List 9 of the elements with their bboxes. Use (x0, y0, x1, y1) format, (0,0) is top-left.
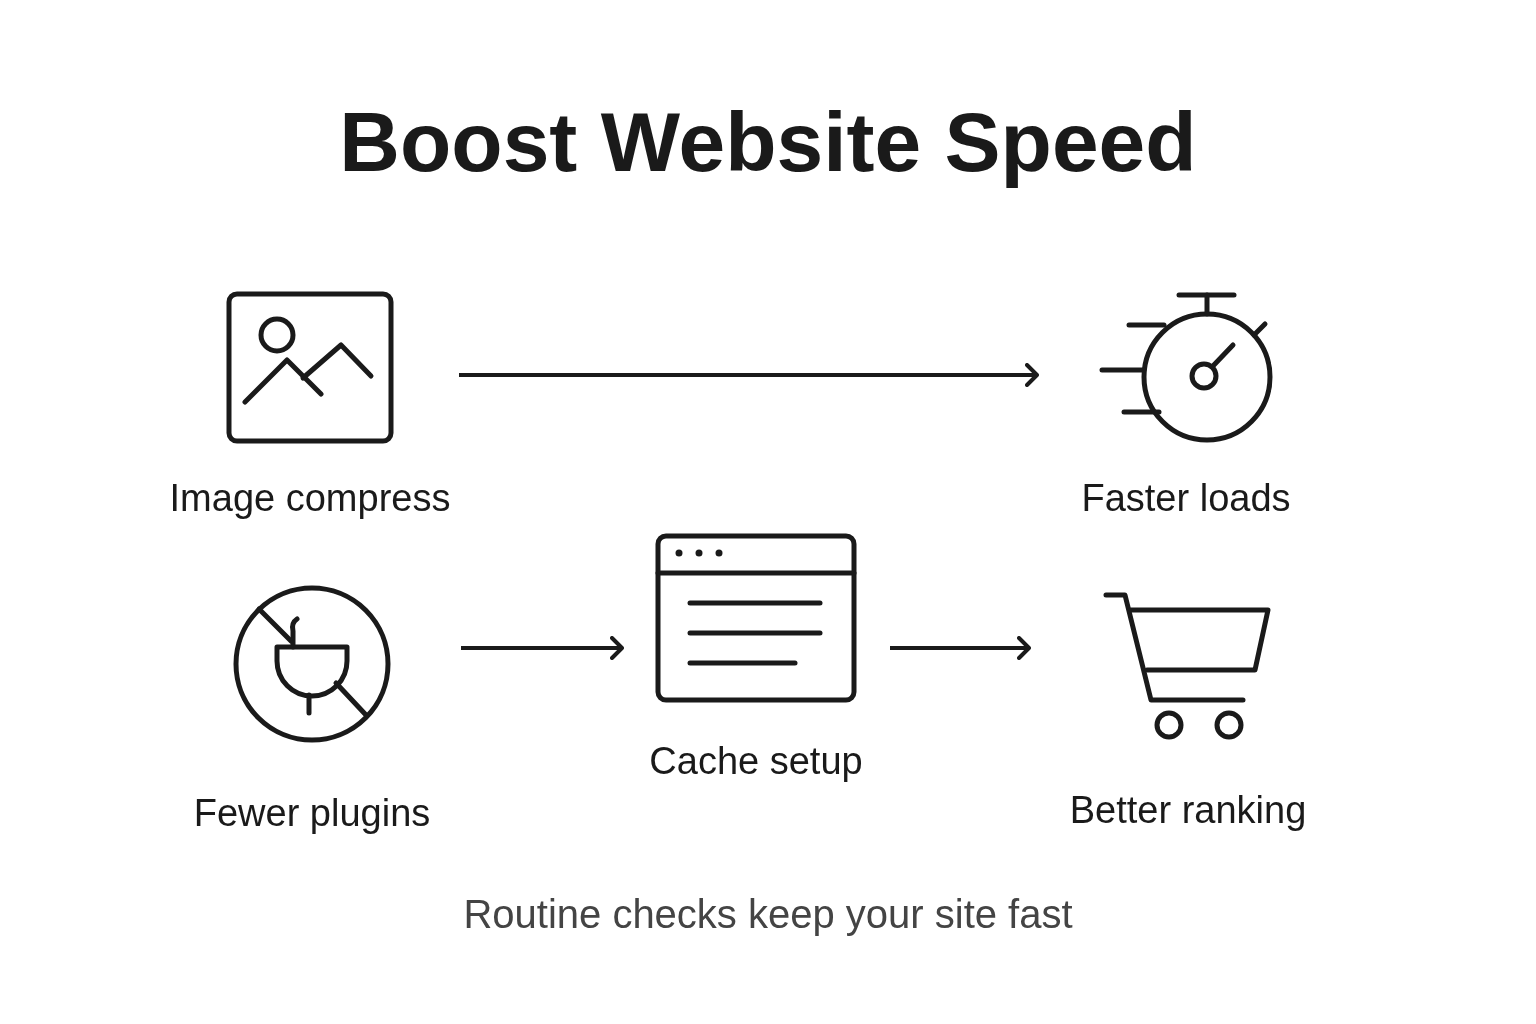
node-label: Fewer plugins (193, 791, 431, 836)
node-label: Better ranking (1069, 788, 1307, 833)
arrow (890, 636, 1031, 660)
node-label: Faster loads (1081, 476, 1291, 521)
node-label: Cache setup (649, 739, 863, 784)
node-label: Image compress (169, 476, 451, 521)
arrow (459, 363, 1039, 387)
caption: Routine checks keep your site fast (462, 891, 1074, 938)
arrow (461, 636, 624, 660)
